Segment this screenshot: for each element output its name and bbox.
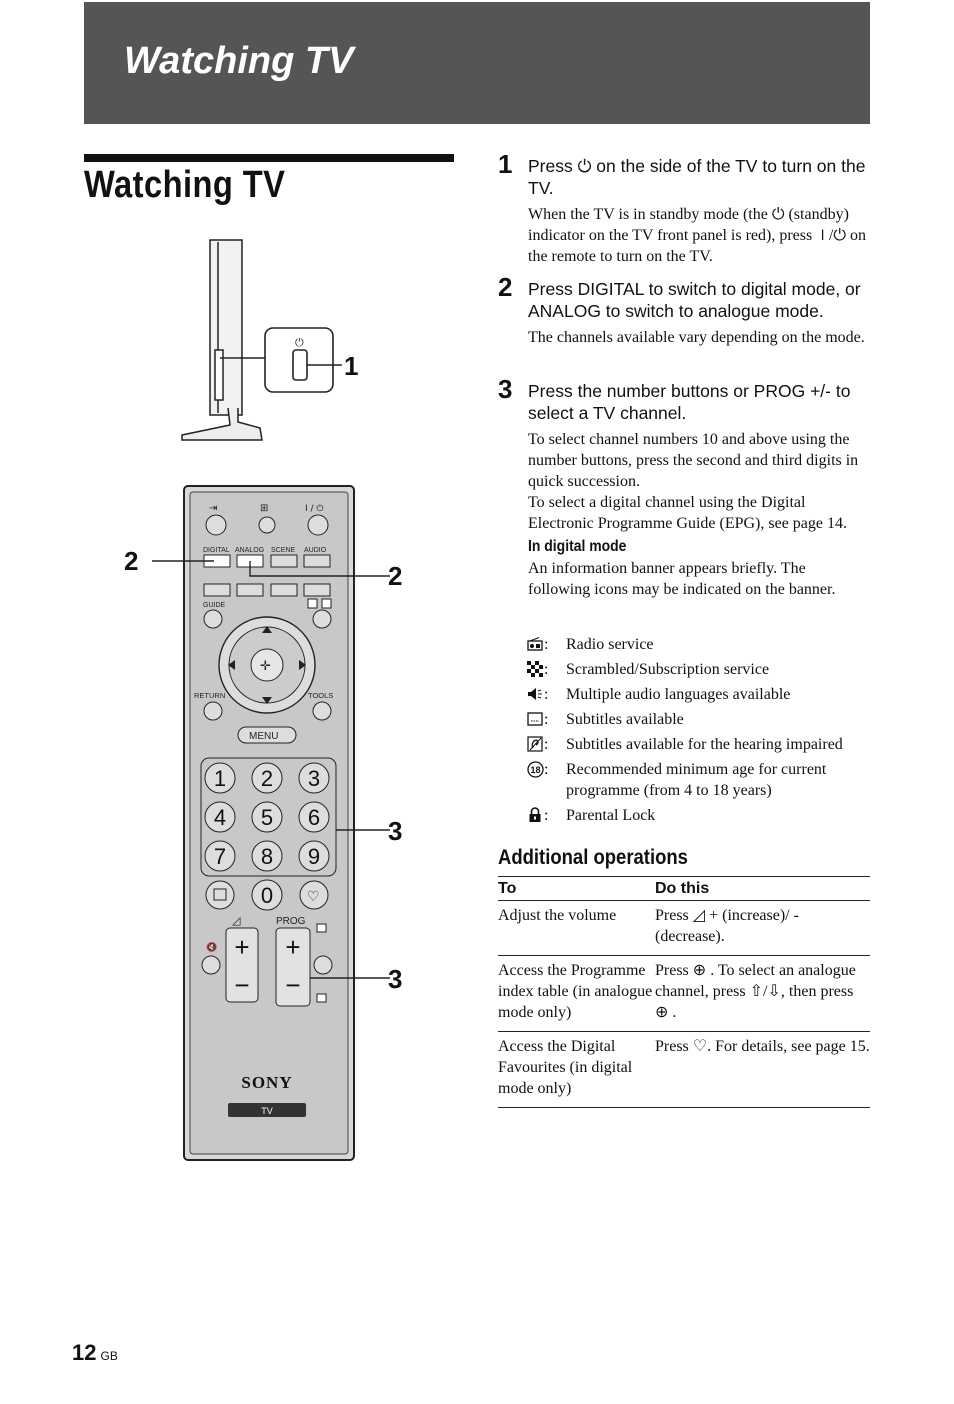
step-body: The channels available vary depending on… bbox=[528, 329, 865, 346]
table-cell: Access the Digital Favourites (in digita… bbox=[498, 1031, 655, 1108]
section-title: Additional operations bbox=[498, 846, 688, 869]
page-number: 12 bbox=[72, 1340, 97, 1365]
step-number: 2 bbox=[498, 272, 513, 302]
callout-label: 2 bbox=[124, 546, 138, 576]
step-body: When the TV is in standby mode (the ⏻ (s… bbox=[528, 206, 866, 265]
svg-text:3: 3 bbox=[308, 766, 320, 791]
operations-table: To Do this Adjust the volume Press ◿ + (… bbox=[498, 876, 870, 1108]
step-heading: Press the number buttons or PROG +/- to … bbox=[528, 381, 851, 423]
table-cell: Press ◿ + (increase)/ - (decrease). bbox=[655, 900, 870, 956]
svg-text:RETURN: RETURN bbox=[194, 691, 225, 700]
lock-icon bbox=[526, 806, 544, 824]
remote-control: ⇥ ⊞ I / ⏻ DIGITAL ANALOG SCENE AUDIO GUI… bbox=[183, 485, 355, 1161]
step-body: To select a digital channel using the Di… bbox=[528, 494, 848, 532]
step-2: 2 Press DIGITAL to switch to digital mod… bbox=[498, 272, 870, 348]
svg-text:✛: ✛ bbox=[260, 659, 271, 674]
step-number: 1 bbox=[498, 149, 513, 179]
table-row: Access the Digital Favourites (in digita… bbox=[498, 1031, 870, 1108]
tv-side-view bbox=[181, 239, 263, 441]
svg-text:GUIDE: GUIDE bbox=[203, 602, 226, 609]
svg-text:8: 8 bbox=[261, 844, 273, 869]
list-item: : Multiple audio languages available bbox=[526, 684, 870, 705]
banner-icon-list: : Radio service : Scrambled/Subscription… bbox=[526, 634, 870, 830]
step-heading: Press ⏻ on the side of the TV to turn on… bbox=[528, 156, 866, 198]
svg-text:4: 4 bbox=[214, 805, 226, 830]
svg-text:9: 9 bbox=[308, 844, 320, 869]
svg-text:1: 1 bbox=[214, 766, 226, 791]
tv-and-remote-illustration: ⏻ 1 ⇥ ⊞ I / ⏻ DIGITAL ANALOG SCENE AUDIO… bbox=[124, 239, 402, 1161]
column-header: Do this bbox=[655, 876, 870, 901]
svg-text:6: 6 bbox=[308, 805, 320, 830]
list-item: : Scrambled/Subscription service bbox=[526, 659, 870, 680]
step-3: 3 Press the number buttons or PROG +/- t… bbox=[498, 374, 870, 600]
subtitles-icon bbox=[526, 710, 544, 728]
table-row: Access the Programme index table (in ana… bbox=[498, 955, 870, 1032]
table-cell: Adjust the volume bbox=[498, 900, 655, 956]
tv-power-callout: ⏻ bbox=[220, 327, 342, 393]
svg-text:TV: TV bbox=[261, 1106, 273, 1116]
svg-text:−: − bbox=[234, 970, 249, 1000]
svg-text:⊞: ⊞ bbox=[260, 503, 268, 514]
svg-text:PROG: PROG bbox=[276, 916, 306, 927]
scrambled-icon bbox=[526, 660, 544, 678]
svg-text:MENU: MENU bbox=[249, 731, 278, 742]
svg-text:2: 2 bbox=[261, 766, 273, 791]
svg-text:AUDIO: AUDIO bbox=[304, 547, 327, 554]
svg-text:DIGITAL: DIGITAL bbox=[203, 547, 230, 554]
callout-label: 3 bbox=[388, 816, 402, 846]
chapter-header: Watching TV bbox=[84, 2, 870, 124]
callout-label: 2 bbox=[388, 561, 402, 591]
chapter-title: Watching TV bbox=[124, 40, 354, 82]
svg-text:🔇: 🔇 bbox=[206, 941, 217, 953]
sub-heading: In digital mode bbox=[528, 538, 627, 555]
svg-text:18: 18 bbox=[530, 765, 540, 775]
svg-text:5: 5 bbox=[261, 805, 273, 830]
table-cell: Press ⊕ . To select an analogue channel,… bbox=[655, 955, 870, 1032]
svg-text:+: + bbox=[234, 932, 249, 962]
svg-text:TOOLS: TOOLS bbox=[308, 691, 333, 700]
svg-text:SONY: SONY bbox=[241, 1073, 292, 1092]
svg-text:+: + bbox=[285, 932, 300, 962]
svg-text:−: − bbox=[285, 970, 300, 1000]
svg-text:SCENE: SCENE bbox=[271, 547, 295, 554]
list-item: : Subtitles available bbox=[526, 709, 870, 730]
step-body: To select channel numbers 10 and above u… bbox=[528, 431, 859, 490]
table-cell: Access the Programme index table (in ana… bbox=[498, 955, 655, 1032]
page-title: Watching TV bbox=[84, 164, 286, 206]
list-item: : Radio service bbox=[526, 634, 870, 655]
list-item: : Parental Lock bbox=[526, 805, 870, 826]
hearing-impaired-icon bbox=[526, 735, 544, 753]
svg-text:⇥: ⇥ bbox=[209, 503, 217, 514]
svg-text:0: 0 bbox=[261, 883, 273, 908]
svg-text:◿: ◿ bbox=[232, 914, 241, 927]
title-rule bbox=[84, 154, 454, 162]
audio-languages-icon bbox=[526, 685, 544, 703]
svg-text:♡: ♡ bbox=[307, 889, 320, 905]
table-row: Adjust the volume Press ◿ + (increase)/ … bbox=[498, 900, 870, 956]
step-body: An information banner appears briefly. T… bbox=[528, 560, 836, 598]
svg-text:7: 7 bbox=[214, 844, 226, 869]
page-suffix: GB bbox=[100, 1349, 118, 1363]
callout-label: 3 bbox=[388, 964, 402, 994]
table-header-row: To Do this bbox=[498, 876, 870, 901]
step-heading: Press DIGITAL to switch to digital mode,… bbox=[528, 279, 861, 321]
age-18-icon: 18 bbox=[526, 760, 544, 778]
svg-text:⏻: ⏻ bbox=[295, 336, 304, 349]
list-item: 18 : Recommended minimum age for current… bbox=[526, 759, 870, 801]
radio-icon bbox=[526, 635, 544, 653]
svg-text:I / ⏻: I / ⏻ bbox=[305, 503, 324, 514]
list-item: : Subtitles available for the hearing im… bbox=[526, 734, 870, 755]
callout-label: 1 bbox=[344, 351, 358, 381]
step-1: 1 Press ⏻ on the side of the TV to turn … bbox=[498, 149, 870, 267]
step-number: 3 bbox=[498, 374, 513, 404]
column-header: To bbox=[498, 876, 655, 901]
table-cell: Press ♡. For details, see page 15. bbox=[655, 1031, 870, 1108]
svg-text:ANALOG: ANALOG bbox=[235, 547, 264, 554]
